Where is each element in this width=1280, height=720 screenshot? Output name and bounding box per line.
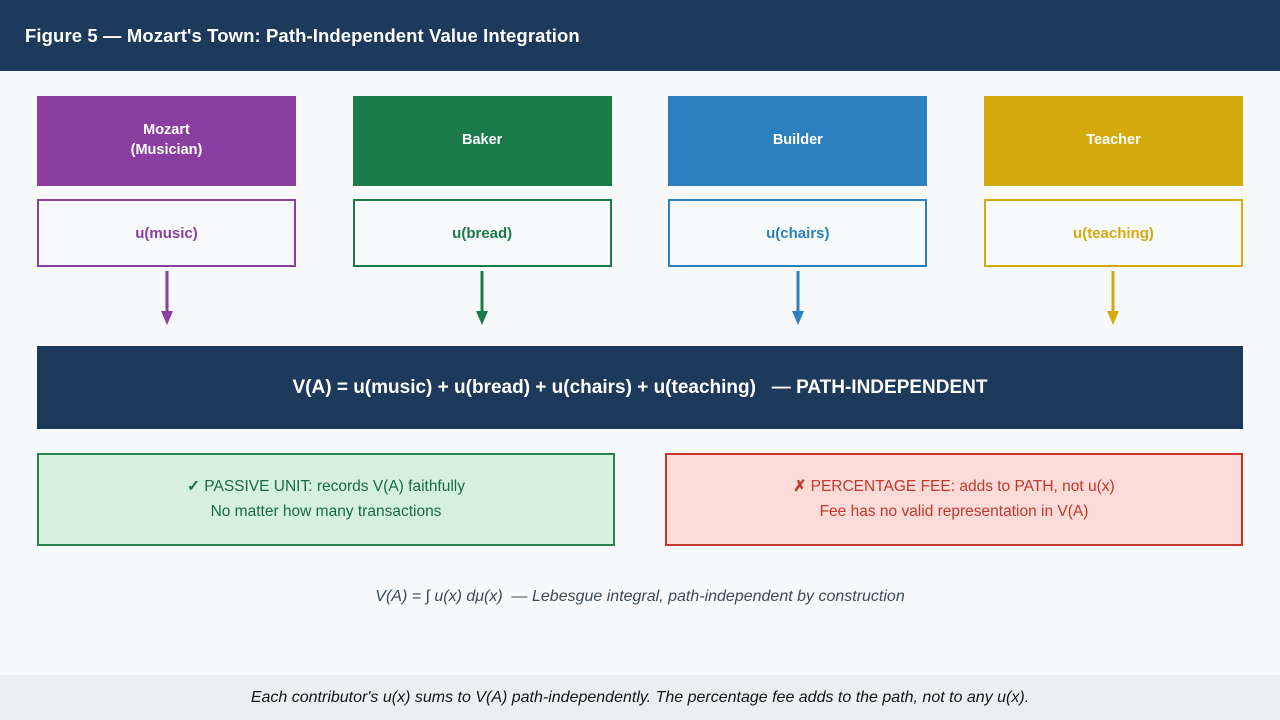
contributor-column-baker: Baker u(bread)	[352, 96, 612, 333]
formula-bar: V(A) = u(music) + u(bread) + u(chairs) +…	[37, 346, 1243, 429]
role-box-teacher: Teacher	[983, 96, 1243, 186]
figure-header: Figure 5 — Mozart's Town: Path-Independe…	[0, 0, 1280, 71]
callout-percentage-fee-line2: Fee has no valid representation in V(A)	[819, 502, 1089, 520]
utility-box-teaching: u(teaching)	[983, 199, 1243, 267]
callout-percentage-fee-line1: ✗ PERCENTAGE FEE: adds to PATH, not u(x)	[793, 475, 1114, 500]
callout-passive-unit: ✓ PASSIVE UNIT: records V(A) faithfully …	[37, 453, 615, 546]
figure-footer: Each contributor's u(x) sums to V(A) pat…	[0, 675, 1280, 720]
callout-passive-unit-line2: No matter how many transactions	[210, 502, 442, 520]
page-title: Figure 5 — Mozart's Town: Path-Independe…	[25, 24, 580, 46]
arrow-wrap-mozart	[37, 267, 296, 333]
callout-percentage-fee: ✗ PERCENTAGE FEE: adds to PATH, not u(x)…	[665, 453, 1243, 546]
down-arrow-icon	[1107, 271, 1120, 325]
check-icon: ✓	[186, 477, 200, 495]
callout-percentage-fee-line1-text: PERCENTAGE FEE: adds to PATH, not u(x)	[806, 477, 1115, 495]
arrow-wrap-teacher	[984, 267, 1243, 333]
footer-caption: Each contributor's u(x) sums to V(A) pat…	[250, 688, 1030, 706]
role-box-mozart: Mozart(Musician)	[37, 96, 296, 186]
cross-icon: ✗	[793, 477, 807, 495]
callouts-row: ✓ PASSIVE UNIT: records V(A) faithfully …	[37, 453, 1243, 546]
down-arrow-icon	[476, 271, 489, 325]
contributor-column-teacher: Teacher u(teaching)	[983, 96, 1243, 333]
contributor-column-mozart: Mozart(Musician) u(music)	[37, 96, 296, 333]
contributor-column-builder: Builder u(chairs)	[668, 96, 928, 333]
down-arrow-icon	[160, 271, 173, 325]
role-box-baker: Baker	[352, 96, 612, 186]
contributor-columns: Mozart(Musician) u(music) Baker u(bread)…	[37, 96, 1243, 333]
formula-text: V(A) = u(music) + u(bread) + u(chairs) +…	[292, 376, 988, 398]
arrow-wrap-builder	[668, 267, 927, 333]
callout-passive-unit-line1: ✓ PASSIVE UNIT: records V(A) faithfully	[187, 475, 465, 500]
integral-note: V(A) = ∫ u(x) dμ(x) — Lebesgue integral,…	[375, 588, 905, 605]
utility-box-bread: u(bread)	[352, 199, 612, 267]
utility-box-music: u(music)	[37, 199, 296, 267]
callout-passive-unit-line1-text: PASSIVE UNIT: records V(A) faithfully	[199, 477, 465, 495]
down-arrow-icon	[791, 271, 804, 325]
role-box-builder: Builder	[668, 96, 928, 186]
utility-box-chairs: u(chairs)	[668, 199, 928, 267]
arrow-wrap-baker	[353, 267, 612, 333]
